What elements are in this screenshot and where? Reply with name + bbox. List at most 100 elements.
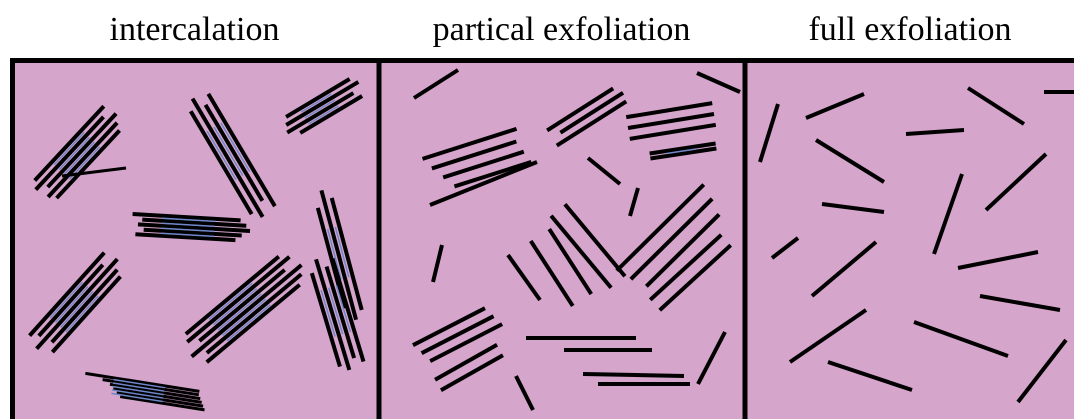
platelet	[203, 103, 265, 202]
platelet	[50, 275, 122, 354]
platelet	[431, 139, 517, 171]
platelet	[412, 68, 460, 100]
platelet	[758, 103, 780, 163]
intercalant-layer	[161, 217, 216, 223]
platelet	[61, 166, 127, 178]
intercalant-layer	[208, 282, 253, 320]
intercalant-layer	[65, 295, 99, 333]
platelet	[905, 128, 965, 136]
intercalant-layer	[334, 226, 350, 278]
intercalant-layer	[49, 281, 84, 319]
platelet	[37, 263, 105, 338]
intercalant-layer	[217, 293, 262, 331]
intercalant-layer	[213, 288, 258, 326]
platelet	[696, 331, 727, 385]
intercalant-layer	[161, 232, 215, 238]
platelet	[102, 378, 200, 397]
intercalant-layer	[206, 130, 237, 181]
panel-frame	[10, 58, 1074, 419]
platelet	[442, 149, 525, 180]
platelet	[546, 86, 615, 133]
platelet	[814, 138, 886, 184]
platelet	[514, 375, 535, 411]
platelet	[109, 382, 201, 401]
platelet	[979, 294, 1061, 312]
platelet	[137, 222, 251, 233]
panel-label-intercalation: intercalation	[109, 11, 280, 48]
panel-label-full-exfoliation: full exfoliation	[808, 11, 1012, 48]
intercalant-layer	[226, 304, 271, 342]
platelet	[506, 253, 542, 302]
platelet	[439, 353, 504, 392]
platelet	[913, 320, 1009, 358]
platelet	[34, 115, 105, 191]
platelet	[649, 141, 716, 156]
platelet	[582, 372, 685, 378]
platelet	[696, 71, 741, 94]
platelet	[547, 227, 593, 296]
intercalant-layer	[326, 228, 342, 280]
intercalant-layer	[304, 99, 336, 119]
intercalant-layer	[666, 148, 697, 155]
platelet	[586, 156, 622, 186]
intercalant-layer	[161, 222, 215, 228]
platelet	[429, 160, 538, 207]
platelet	[628, 187, 640, 217]
intercalant-layer	[320, 289, 336, 337]
platelet	[625, 101, 713, 120]
platelet	[420, 314, 495, 355]
platelet	[529, 239, 575, 308]
platelet	[28, 251, 106, 337]
intercalant-layer	[113, 378, 166, 389]
platelet	[190, 97, 265, 218]
intercalant-layer	[335, 285, 352, 333]
platelet	[421, 126, 518, 161]
platelet	[821, 202, 885, 214]
platelet	[555, 99, 628, 148]
intercalant-layer	[53, 131, 85, 166]
platelet	[55, 129, 121, 200]
platelet	[563, 202, 627, 278]
platelet	[35, 257, 119, 351]
intercalant-layer	[300, 93, 332, 113]
platelet	[434, 343, 499, 382]
platelet	[412, 306, 486, 347]
panels-background	[12, 60, 1074, 419]
platelet	[132, 212, 241, 223]
platelet	[286, 91, 355, 135]
platelet	[827, 360, 913, 392]
platelet	[142, 217, 247, 228]
platelet	[329, 197, 364, 311]
platelet	[206, 92, 277, 208]
platelet	[143, 227, 242, 238]
platelet	[285, 77, 351, 119]
platelet	[205, 272, 303, 355]
platelet	[966, 86, 1026, 126]
platelet	[810, 240, 878, 298]
platelet	[33, 104, 106, 182]
intercalant-layer	[222, 298, 267, 336]
platelet	[135, 232, 236, 243]
platelet	[119, 395, 205, 412]
platelet	[429, 322, 504, 363]
intercalant-layer	[54, 286, 89, 324]
platelet	[299, 94, 364, 135]
platelet	[957, 250, 1039, 270]
platelet	[453, 160, 532, 189]
platelet	[189, 110, 254, 216]
platelet	[1016, 338, 1068, 404]
intercalant-layer	[111, 392, 163, 403]
platelet	[629, 197, 714, 281]
platelet	[932, 173, 964, 255]
platelet	[190, 263, 303, 359]
platelet	[629, 122, 717, 141]
platelet	[315, 207, 347, 309]
platelet	[184, 255, 281, 336]
platelet	[113, 386, 202, 404]
intercalant-layer	[213, 126, 244, 176]
platelet	[314, 258, 352, 371]
intercalant-layer	[112, 382, 165, 392]
platelet	[50, 268, 119, 344]
platelet	[185, 255, 291, 344]
